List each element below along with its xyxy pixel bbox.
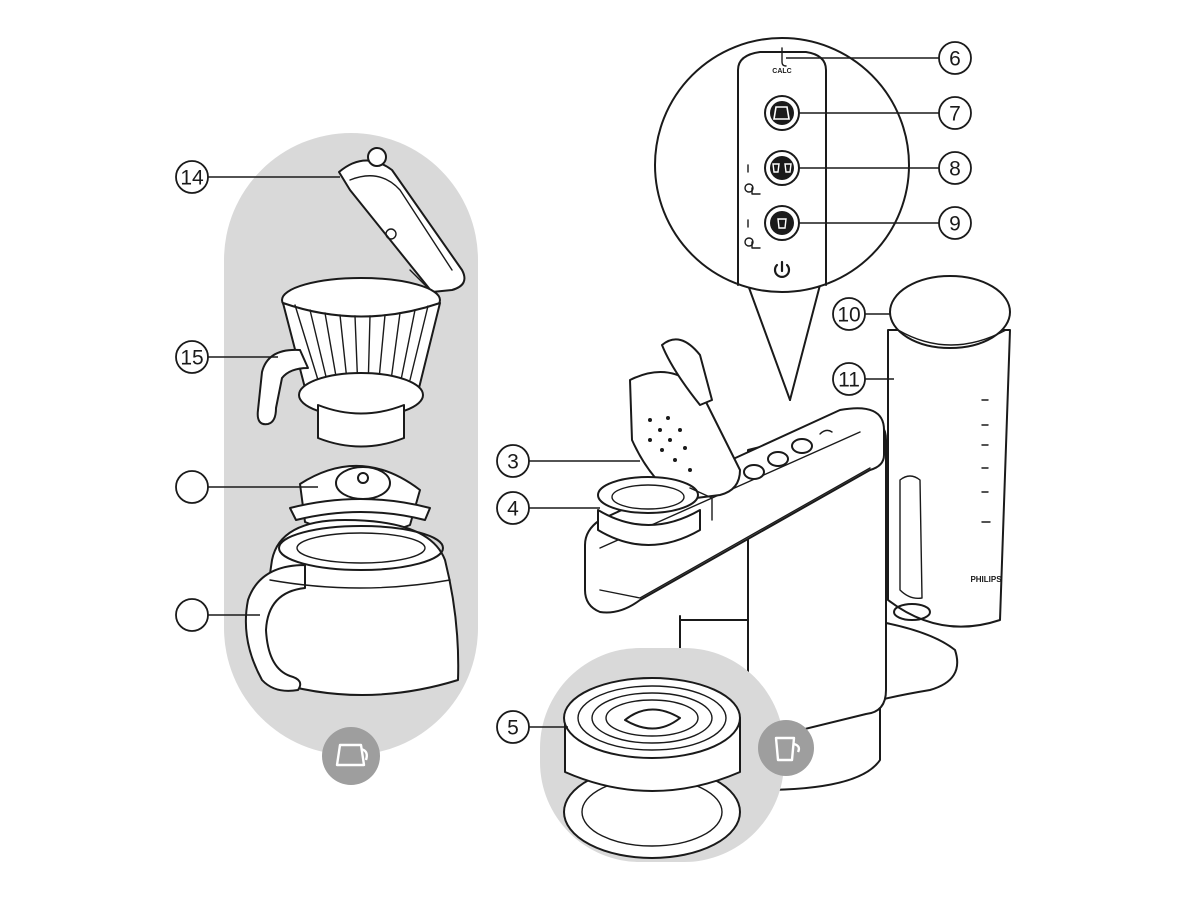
callout-label: 4 <box>507 498 519 521</box>
drip-tray-panel <box>540 648 814 862</box>
control-panel-magnifier: CALC <box>654 37 910 401</box>
pod-lid <box>629 338 741 501</box>
callout-label: 8 <box>949 158 961 181</box>
cup-icon <box>774 736 801 762</box>
callout-4: 4 <box>496 491 530 525</box>
callout-label: 11 <box>838 369 860 392</box>
water-tank: PHILIPS <box>887 275 1011 628</box>
callout-9: 9 <box>938 206 972 240</box>
carafe-badge <box>322 727 380 785</box>
power-button[interactable] <box>773 260 791 278</box>
callout-6: 6 <box>938 41 972 75</box>
callout-13: 15 <box>175 340 209 374</box>
single-cup-button[interactable] <box>764 205 800 241</box>
double-cup-button[interactable] <box>764 150 800 186</box>
power-icon <box>773 260 791 278</box>
calc-label: CALC <box>772 68 791 75</box>
callout-label: 10 <box>837 304 860 327</box>
filter-lid <box>338 147 466 293</box>
filter-holder <box>256 277 441 448</box>
callout-label: 9 <box>949 213 961 236</box>
callout-label: 5 <box>507 717 519 740</box>
callout-3: 3 <box>496 444 530 478</box>
double-cup-icon <box>772 163 792 173</box>
callout-label: 6 <box>949 48 961 71</box>
pod-holder <box>597 476 713 546</box>
carafe-button-icon <box>773 106 790 120</box>
callout-label: 15 <box>180 347 203 370</box>
carafe-icon <box>335 743 369 767</box>
carafe-lid <box>289 465 431 536</box>
callout-12: 14 <box>175 160 209 194</box>
callout-14 <box>175 470 209 504</box>
pod-lid-holes <box>648 416 692 472</box>
callout-5: 5 <box>496 710 530 744</box>
callout-label: 3 <box>507 451 519 474</box>
coffee-machine: PHILIPS <box>528 37 1011 862</box>
touch-hint-icons <box>744 164 761 249</box>
carafe-brew-button[interactable] <box>764 95 800 131</box>
callout-7: 7 <box>938 96 972 130</box>
callout-15 <box>175 598 209 632</box>
carafe-accessory-panel <box>208 133 478 785</box>
carafe <box>244 519 460 696</box>
callout-label: 14 <box>180 167 204 190</box>
callout-11: 11 <box>832 362 866 396</box>
brand-logo: PHILIPS <box>970 575 1002 584</box>
callout-label: 7 <box>949 103 961 126</box>
cup-badge <box>758 720 814 776</box>
callout-10: 10 <box>832 297 866 331</box>
callout-8: 8 <box>938 151 972 185</box>
single-cup-icon <box>777 218 787 229</box>
